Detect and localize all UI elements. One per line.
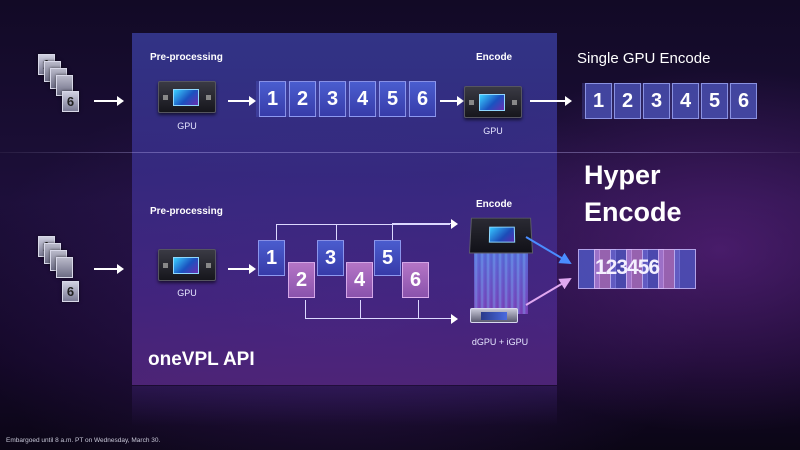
arrow <box>392 219 458 229</box>
input-frame <box>56 257 73 278</box>
merge-arrows <box>525 236 572 306</box>
frame-tile: 4 <box>349 81 376 117</box>
frame-tile: 4 <box>346 262 373 298</box>
frame-tile: 6 <box>409 81 436 117</box>
row-divider <box>0 152 800 153</box>
frame-tile: 1 <box>258 240 285 276</box>
encode-label: Encode <box>476 199 513 210</box>
encode-label: Encode <box>476 52 513 63</box>
merged-frames-label: 123456 <box>595 256 660 279</box>
frame-tile: 3 <box>319 81 346 117</box>
single-gpu-title: Single GPU Encode <box>577 50 711 67</box>
arrow <box>94 264 124 274</box>
output-frame: 1 <box>585 83 612 119</box>
split-line <box>392 224 393 240</box>
merged-tile <box>674 249 696 289</box>
preprocessing-label: Pre-processing <box>150 206 223 217</box>
output-frame: 6 <box>730 83 757 119</box>
input-frame: 6 <box>62 91 79 112</box>
frame-tile: 5 <box>374 240 401 276</box>
arrow <box>530 96 572 106</box>
arrow <box>94 96 124 106</box>
frame-tile: 1 <box>259 81 286 117</box>
preprocessing-label: Pre-processing <box>150 52 223 63</box>
gpu-chip-icon <box>158 249 216 281</box>
output-frame: 3 <box>643 83 670 119</box>
split-line <box>276 224 277 240</box>
gpu-chip-icon <box>158 81 216 113</box>
input-frame: 6 <box>62 281 79 302</box>
arrow <box>228 264 256 274</box>
split-line <box>360 300 361 318</box>
frame-tile: 6 <box>402 262 429 298</box>
output-frame: 2 <box>614 83 641 119</box>
encode-beams <box>474 252 528 314</box>
split-line-top <box>276 224 450 225</box>
dual-gpu-label: dGPU + iGPU <box>471 337 529 347</box>
igpu-icon <box>470 308 518 323</box>
merged-output <box>578 249 696 289</box>
arrow <box>305 314 458 324</box>
split-line <box>418 300 419 318</box>
gpu-label: GPU <box>177 121 197 131</box>
frame-tile: 2 <box>288 262 315 298</box>
arrow <box>228 96 256 106</box>
output-frame: 4 <box>672 83 699 119</box>
embargo-footer: Embargoed until 8 a.m. PT on Wednesday, … <box>6 437 161 444</box>
encode-title: Encode <box>584 197 682 227</box>
panel-reflection <box>132 386 557 426</box>
output-frame: 5 <box>701 83 728 119</box>
gpu-chip-icon <box>464 86 522 118</box>
onevpl-api-label: oneVPL API <box>148 349 255 370</box>
arrow <box>440 96 464 106</box>
frame-tile: 2 <box>289 81 316 117</box>
frame-tile: 5 <box>379 81 406 117</box>
frame-strip <box>256 81 436 117</box>
gpu-label: GPU <box>483 126 503 136</box>
frame-tile: 3 <box>317 240 344 276</box>
split-line <box>305 300 306 318</box>
hyper-title: Hyper <box>584 160 661 190</box>
gpu-label: GPU <box>177 288 197 298</box>
split-line <box>336 224 337 240</box>
